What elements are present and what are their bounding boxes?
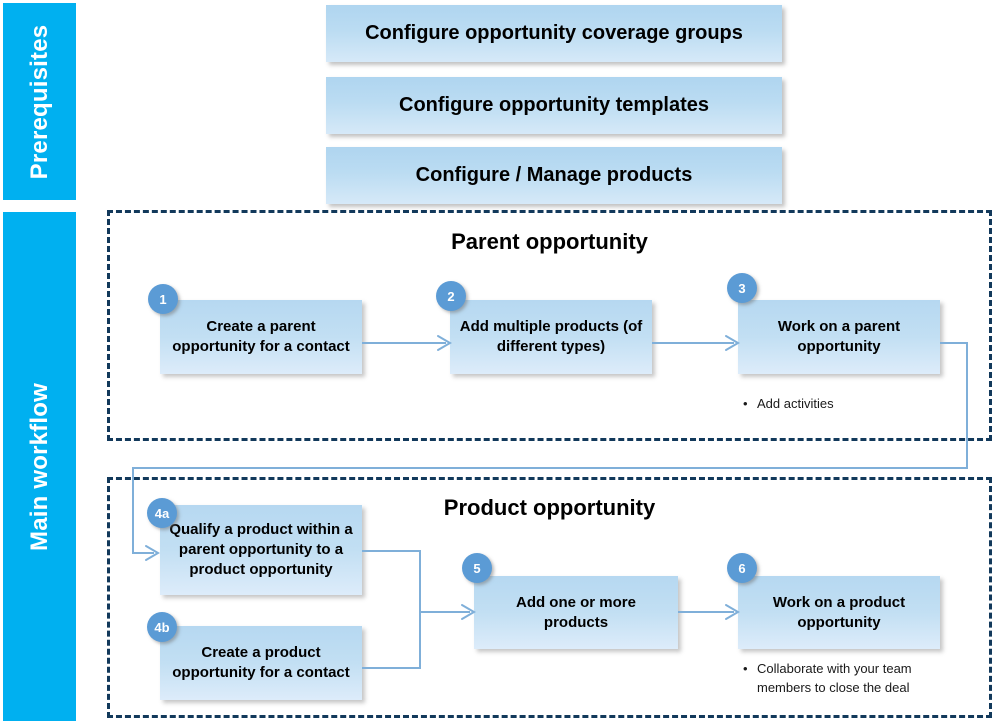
note-text: Collaborate with your team members to cl… — [757, 661, 912, 695]
step-badge-6: 6 — [727, 553, 757, 583]
step-box-4a[interactable]: Qualify a product within a parent opport… — [160, 505, 362, 595]
section-title-parent-opportunity: Parent opportunity — [451, 229, 648, 254]
step-box-2[interactable]: Add multiple products (of different type… — [450, 300, 652, 374]
prerequisite-box-opportunity-templates[interactable]: Configure opportunity templates — [326, 77, 782, 134]
step-badge-2: 2 — [436, 281, 466, 311]
category-label-prerequisites: Prerequisites — [25, 24, 53, 179]
step-box-4b[interactable]: Create a product opportunity for a conta… — [160, 626, 362, 700]
step-badge-4a: 4a — [147, 498, 177, 528]
category-bar-prerequisites: Prerequisites — [3, 3, 76, 200]
step-badge-5: 5 — [462, 553, 492, 583]
step-box-5[interactable]: Add one or more products — [474, 576, 678, 649]
note-text: Add activities — [757, 396, 834, 411]
prerequisite-box-coverage-groups[interactable]: Configure opportunity coverage groups — [326, 5, 782, 62]
step-badge-1: 1 — [148, 284, 178, 314]
category-label-main-workflow: Main workflow — [25, 382, 53, 551]
category-bar-main-workflow: Main workflow — [3, 212, 76, 721]
bullet-icon: • — [743, 661, 748, 676]
step-box-3[interactable]: Work on a parent opportunity — [738, 300, 940, 374]
note-product-collaborate: • Collaborate with your team members to … — [743, 660, 918, 698]
step-badge-4b: 4b — [147, 612, 177, 642]
step-box-1[interactable]: Create a parent opportunity for a contac… — [160, 300, 362, 374]
step-badge-3: 3 — [727, 273, 757, 303]
prerequisite-box-manage-products[interactable]: Configure / Manage products — [326, 147, 782, 204]
bullet-icon: • — [743, 396, 748, 411]
note-parent-add-activities: • Add activities — [743, 395, 923, 414]
step-box-6[interactable]: Work on a product opportunity — [738, 576, 940, 649]
